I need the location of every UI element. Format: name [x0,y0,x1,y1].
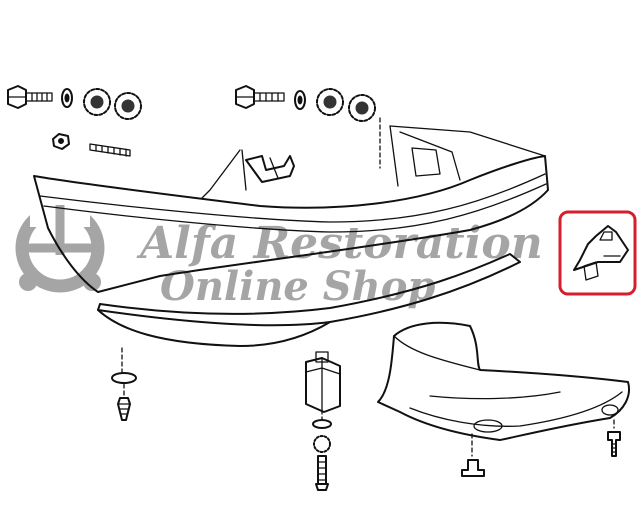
mounting-bracket [573,225,629,281]
fastener-stack-center [312,419,332,491]
fastener-tray-bottom [461,459,485,477]
washer-center-1 [312,419,332,429]
watermark-line-2: Online Shop [160,263,435,310]
toothed-washer-center-3 [313,435,331,453]
toothed-washer-center-2 [348,94,376,122]
screw-bottom-left [117,397,131,421]
bolt-center [235,85,285,109]
push-clip [201,149,295,199]
bolt-left [7,85,53,109]
fastener-group-left [7,85,142,157]
watermark-logo [15,203,105,293]
fastener-group-center [235,85,381,169]
under-tray [377,321,630,457]
fastener-tray-right [607,431,621,457]
bumper-shell [33,125,549,293]
fastener-stack-left [111,347,137,421]
toothed-washer-left-2 [114,92,142,120]
washer-bottom-left [111,372,137,384]
threaded-stud-left [89,143,131,157]
lock-washer-left [61,88,73,108]
leader-clip [201,149,247,199]
highlight-frame [558,210,637,296]
highlighted-part [558,210,637,296]
hex-nut-left [52,133,70,150]
screw-center [315,455,329,491]
bracket-center [305,351,341,421]
lower-valance [97,253,521,347]
watermark: Alfa Restoration Online Shop [15,203,543,310]
lock-washer-center [294,90,306,110]
toothed-washer-center-1 [316,88,344,116]
watermark-line-1: Alfa Restoration [136,218,543,269]
toothed-washer-left-1 [83,88,111,116]
